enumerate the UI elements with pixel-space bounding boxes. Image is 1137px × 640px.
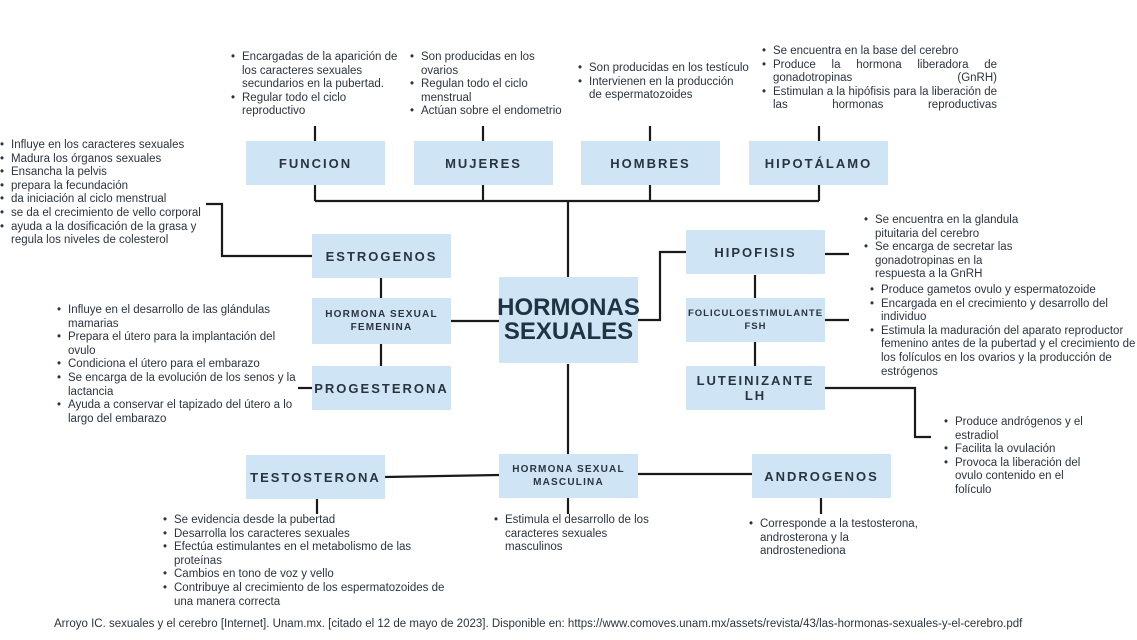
list-item: Estimula el desarrollo de los caracteres… [494, 514, 665, 555]
hipofisis-label: HIPOFISIS [714, 244, 797, 260]
progesterona-list: Influye en el desarrollo de las glándula… [54, 304, 296, 426]
estrogenos-node: ESTROGENOS [312, 234, 451, 278]
lh-node: LUTEINIZANTE LH [686, 366, 825, 410]
list-item: Se encarga de secretar las gonadotropina… [864, 241, 1035, 282]
list-item: ayuda a la dosificación de la grasa y re… [0, 221, 216, 248]
fsh-node: FOLICULOESTIMULANTE FSH [686, 298, 825, 342]
list-item: se da el crecimiento de vello corporal [0, 207, 216, 221]
list-item: Cambios en tono de voz y vello [163, 568, 456, 582]
mujeres-label: MUJERES [445, 155, 522, 171]
funcion-list: Encargadas de la aparición de los caract… [228, 51, 402, 119]
testosterona-list: Se evidencia desde la pubertad Desarroll… [160, 514, 456, 609]
list-item: Efectúa estimulantes en el metabolismo d… [163, 541, 456, 568]
list-item: Estimulan a la hipófisis para la liberac… [762, 86, 997, 113]
list-item: prepara la fecundación [0, 180, 216, 194]
hipotalamo-label: HIPOTÁLAMO [764, 155, 873, 171]
list-item: da iniciación al ciclo menstrual [0, 193, 216, 207]
list-item: Encargada en el crecimiento y desarrollo… [870, 298, 1137, 325]
list-item: Regulan todo el ciclo menstrual [410, 78, 573, 105]
center-title-line2: SEXUALES [503, 318, 634, 345]
funcion-label: FUNCION [278, 155, 353, 171]
lh-list: Produce andrógenos y el estradiol Facili… [941, 416, 1100, 498]
list-item: Influye en los caracteres sexuales [0, 139, 216, 153]
masculina-list: Estimula el desarrollo de los caracteres… [491, 514, 665, 555]
hipofisis-list: Se encuentra en la glandula pituitaria d… [861, 214, 1035, 282]
list-item: Produce andrógenos y el estradiol [944, 416, 1100, 443]
hipotalamo-list: Se encuentra en la base del cerebro Prod… [759, 45, 997, 113]
hormona-femenina-label: HORMONA SEXUAL FEMENINA [325, 309, 438, 333]
testosterona-node: TESTOSTERONA [246, 455, 385, 499]
list-item: Produce gametos ovulo y espermatozoide [870, 284, 1137, 298]
hipofisis-node: HIPOFISIS [686, 230, 825, 274]
list-item: Provoca la liberación del ovulo contenid… [944, 457, 1100, 498]
list-item: Estimula la maduración del aparato repro… [870, 325, 1137, 379]
mujeres-node: MUJERES [414, 141, 553, 185]
hombres-node: HOMBRES [581, 141, 720, 185]
hombres-list: Son producidas en los testículo Intervie… [575, 62, 749, 103]
list-item: Intervienen en la producción de espermat… [578, 76, 749, 103]
list-item: Corresponde a la testosterona, androster… [749, 518, 920, 559]
list-item: Madura los órganos sexuales [0, 153, 216, 167]
fsh-label: FOLICULOESTIMULANTE FSH [687, 308, 824, 332]
list-item: Produce la hormona liberadora de gonadot… [762, 59, 997, 86]
hipotalamo-node: HIPOTÁLAMO [749, 141, 888, 185]
androgenos-node: ANDROGENOS [752, 454, 891, 498]
list-item: Regular todo el ciclo reproductivo [231, 92, 402, 119]
androgenos-list: Corresponde a la testosterona, androster… [746, 518, 920, 559]
list-item: Encargadas de la aparición de los caract… [231, 51, 402, 92]
list-item: Facilita la ovulación [944, 443, 1100, 457]
lh-label: LUTEINIZANTE LH [696, 373, 815, 403]
list-item: Son producidas en los testículo [578, 62, 749, 76]
hormona-femenina-node: HORMONA SEXUAL FEMENINA [312, 298, 451, 344]
list-item: Contribuye al crecimiento de los esperma… [163, 582, 456, 609]
hormona-masculina-node: HORMONA SEXUAL MASCULINA [499, 454, 638, 498]
list-item: Influye en el desarrollo de las glándula… [57, 304, 296, 331]
list-item: Ayuda a conservar el tapizado del útero … [57, 399, 296, 426]
list-item: Actúan sobre el endometrio [410, 105, 573, 119]
list-item: Son producidas en los ovarios [410, 51, 573, 78]
androgenos-label: ANDROGENOS [764, 468, 879, 484]
list-item: Condiciona el útero para el embarazo [57, 358, 296, 372]
list-item: Desarrolla los caracteres sexuales [163, 528, 456, 542]
list-item: Se evidencia desde la pubertad [163, 514, 456, 528]
progesterona-node: PROGESTERONA [312, 366, 451, 410]
mujeres-list: Son producidas en los ovarios Regulan to… [407, 51, 573, 119]
hormonas-sexuales-center-node: HORMONAS SEXUALES [497, 277, 640, 363]
estrogenos-label: ESTROGENOS [325, 248, 438, 264]
list-item: Ensancha la pelvis [0, 166, 216, 180]
hormona-masculina-label: HORMONA SEXUAL MASCULINA [512, 464, 625, 488]
center-title-line1: HORMONAS [497, 294, 640, 321]
list-item: Se encuentra en la glandula pituitaria d… [864, 214, 1035, 241]
list-item: Se encuentra en la base del cerebro [762, 45, 997, 59]
list-item: Se encarga de la evolución de los senos … [57, 372, 296, 399]
fsh-list: Produce gametos ovulo y espermatozoide E… [867, 284, 1137, 379]
list-item: Prepara el útero para la implantación de… [57, 331, 296, 358]
hombres-label: HOMBRES [610, 155, 691, 171]
citation: Arroyo IC. sexuales y el cerebro [Intern… [54, 618, 1023, 630]
testosterona-label: TESTOSTERONA [250, 469, 381, 485]
estrogenos-list: Influye en los caracteres sexuales Madur… [0, 139, 216, 248]
funcion-node: FUNCION [246, 141, 385, 185]
progesterona-label: PROGESTERONA [314, 380, 449, 396]
